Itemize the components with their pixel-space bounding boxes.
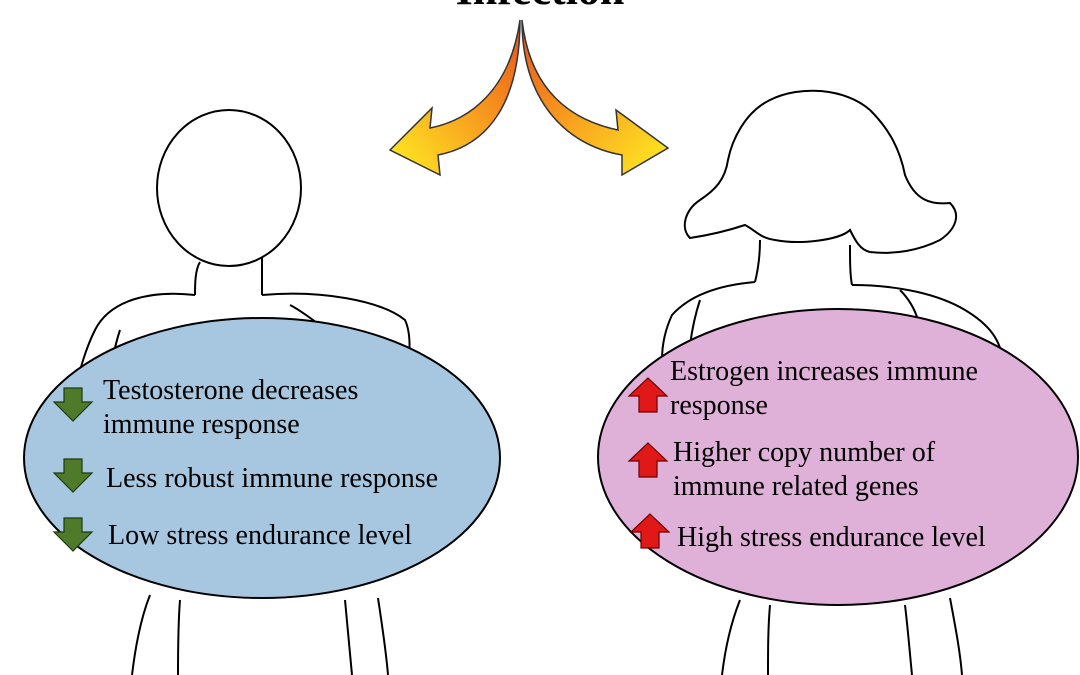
- female-traits-ellipse: [597, 308, 1079, 606]
- left-split-arrow: [388, 19, 521, 177]
- male-item-3: Low stress endurance level: [108, 520, 412, 551]
- title: Infection: [0, 0, 1080, 20]
- up-arrow-icon: [627, 442, 669, 478]
- female-up-arrows: [627, 377, 671, 549]
- female-item-2: Higher copy number of immune related gen…: [673, 437, 936, 502]
- male-item-2: Less robust immune response: [106, 463, 439, 494]
- right-split-arrow: [521, 19, 670, 177]
- male-traits-ellipse: [23, 317, 501, 599]
- female-item-1: Estrogen increases immune response: [670, 356, 978, 421]
- up-arrow-icon: [627, 377, 669, 413]
- male-figure: [74, 109, 411, 675]
- male-item-1: Testosterone decreases immune response: [103, 375, 359, 440]
- male-down-arrows: [52, 387, 94, 552]
- female-item-3: High stress endurance level: [677, 522, 986, 553]
- female-figure: [661, 89, 1004, 675]
- down-arrow-icon: [52, 517, 94, 552]
- down-arrow-icon: [52, 458, 94, 493]
- up-arrow-icon: [629, 513, 671, 549]
- down-arrow-icon: [52, 387, 94, 422]
